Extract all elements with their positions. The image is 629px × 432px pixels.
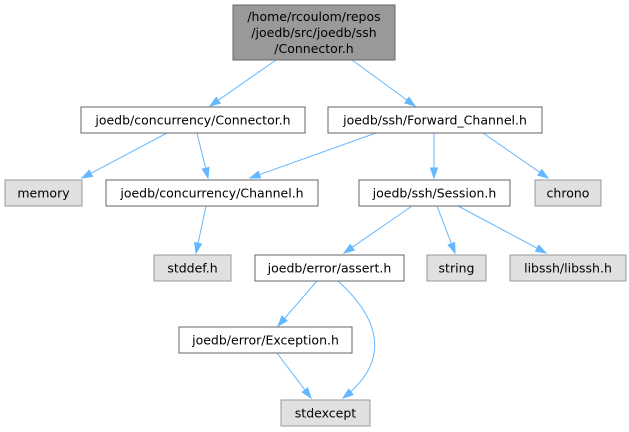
edge-line (196, 132, 207, 171)
node-box (178, 326, 353, 354)
node-box (105, 179, 319, 207)
node-box (358, 179, 511, 207)
node-label: libssh/libssh.h (524, 261, 612, 276)
node-label: stdexcept (295, 406, 356, 421)
edge-arrowhead (80, 169, 94, 179)
node-label: chrono (547, 186, 590, 201)
node-box (327, 106, 543, 134)
node-chrono: chrono (534, 179, 602, 207)
edge-connector_ssh-to-concurrency_connector (208, 59, 277, 107)
edge-line (482, 132, 542, 174)
edge-assert-to-exception (277, 280, 318, 328)
edge-arrowhead (341, 388, 354, 399)
node-label: string (439, 261, 475, 276)
edge-line (257, 132, 377, 176)
edge-arrowhead (404, 96, 417, 107)
node-box (509, 254, 627, 282)
edge-arrowhead (342, 243, 356, 254)
node-label: joedb/error/Exception.h (191, 333, 339, 348)
edge-concurrency_connector-to-memory (80, 132, 168, 179)
edge-arrowhead (277, 315, 289, 328)
edge-line (350, 205, 413, 249)
node-channel[interactable]: joedb/concurrency/Channel.h (105, 179, 319, 207)
edge-assert-to-stdexcept (337, 280, 376, 399)
edge-arrowhead (301, 387, 312, 400)
edge-channel-to-stddef (194, 205, 207, 255)
edge-session-to-string (436, 205, 456, 255)
edge-connector_ssh-to-forward_channel (351, 59, 417, 107)
node-box (426, 254, 487, 282)
edge-line (436, 205, 453, 246)
node-connector-ssh[interactable]: /home/rcoulom/repos/joedb/src/joedb/ssh/… (232, 4, 396, 61)
edge-line (216, 59, 277, 102)
node-string: string (426, 254, 487, 282)
edge-arrowhead (248, 170, 262, 179)
edge-line (337, 280, 376, 399)
edge-arrowhead (208, 96, 222, 107)
edge-arrowhead (534, 244, 548, 254)
node-box (153, 254, 232, 282)
node-libssh: libssh/libssh.h (509, 254, 627, 282)
edge-forward_channel-to-session (429, 133, 439, 180)
edge-session-to-assert (342, 205, 413, 254)
edge-arrowhead (429, 167, 439, 180)
edge-line (457, 205, 540, 250)
node-stdexcept: stdexcept (280, 399, 371, 427)
node-exception[interactable]: joedb/error/Exception.h (178, 326, 353, 354)
node-assert[interactable]: joedb/error/assert.h (254, 254, 405, 282)
node-label: joedb/ssh/Session.h (372, 186, 497, 201)
nodes-layer: /home/rcoulom/repos/joedb/src/joedb/ssh/… (4, 4, 627, 427)
node-stddef: stddef.h (153, 254, 232, 282)
node-box (534, 179, 602, 207)
edges-layer (80, 59, 550, 400)
edge-line (88, 132, 168, 175)
edge-forward_channel-to-chrono (482, 132, 550, 179)
edge-session-to-libssh (457, 205, 548, 254)
node-box (232, 4, 396, 61)
node-concurrency-connector[interactable]: joedb/concurrency/Connector.h (80, 106, 306, 134)
node-forward-channel[interactable]: joedb/ssh/Forward_Channel.h (327, 106, 543, 134)
node-label: joedb/concurrency/Channel.h (119, 186, 303, 201)
node-box (4, 179, 83, 207)
edge-exception-to-stdexcept (276, 352, 312, 400)
node-label: stddef.h (167, 261, 217, 276)
edge-arrowhead (536, 168, 550, 179)
node-label: joedb/ssh/Forward_Channel.h (342, 113, 527, 128)
node-session[interactable]: joedb/ssh/Session.h (358, 179, 511, 207)
edge-arrowhead (194, 241, 203, 255)
node-label: /Connector.h (274, 41, 353, 56)
node-box (280, 399, 371, 427)
edge-line (282, 280, 318, 321)
edge-line (351, 59, 409, 102)
node-label: joedb/error/assert.h (267, 261, 392, 276)
node-label: joedb/concurrency/Connector.h (94, 113, 290, 128)
edge-arrowhead (201, 166, 210, 180)
node-box (254, 254, 405, 282)
edge-line (276, 352, 307, 392)
node-label: /home/rcoulom/repos (247, 9, 380, 24)
edge-concurrency_connector-to-channel (196, 132, 210, 180)
edge-forward_channel-to-channel (248, 132, 377, 179)
node-label: /joedb/src/joedb/ssh (251, 25, 376, 40)
edge-arrowhead (447, 241, 456, 255)
node-memory: memory (4, 179, 83, 207)
node-label: memory (17, 186, 70, 201)
node-box (80, 106, 306, 134)
edge-line (197, 205, 207, 246)
